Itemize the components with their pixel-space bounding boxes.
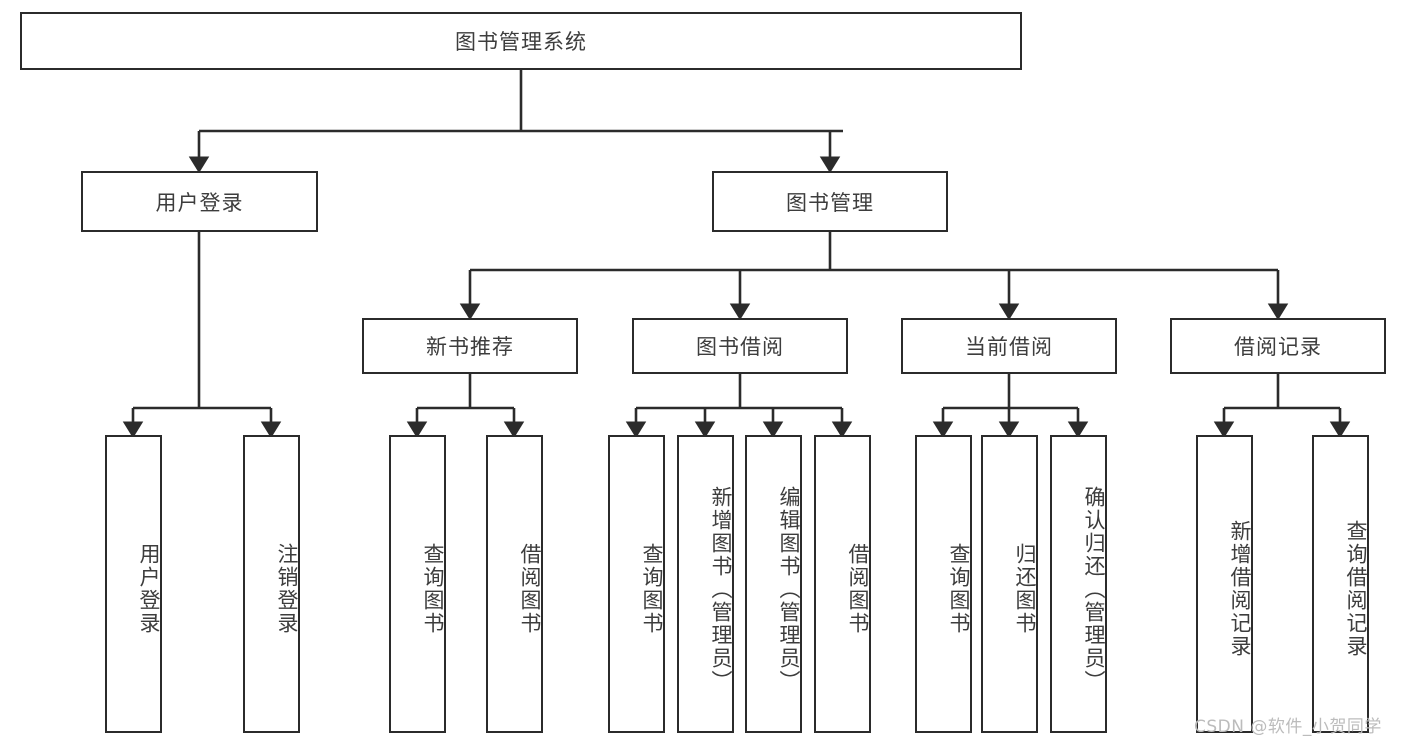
leaf-query-book-2-label: 查询图书 <box>640 543 664 635</box>
csdn-watermark: CSDN @软件_小贺同学 <box>1194 717 1382 737</box>
node-new-book-recommend-label: 新书推荐 <box>426 335 514 359</box>
leaf-borrow-book-2-label: 借阅图书 <box>846 543 870 635</box>
node-current-borrow[interactable]: 当前借阅 <box>901 318 1117 374</box>
node-user-login-label: 用户登录 <box>155 190 244 215</box>
leaf-borrow-book-2[interactable]: 借阅图书 <box>814 435 871 733</box>
leaf-query-book-3[interactable]: 查询图书 <box>915 435 972 733</box>
leaf-add-record[interactable]: 新增借阅记录 <box>1196 435 1253 733</box>
leaf-add-book[interactable]: 新增图书（管理员） <box>677 435 734 733</box>
leaf-borrow-book-1[interactable]: 借阅图书 <box>486 435 543 733</box>
leaf-logout-label: 注销登录 <box>275 543 299 635</box>
leaf-return-book[interactable]: 归还图书 <box>981 435 1038 733</box>
leaf-user-login-label: 用户登录 <box>137 543 161 635</box>
leaf-add-book-label: 新增图书（管理员） <box>709 485 733 693</box>
node-book-manage[interactable]: 图书管理 <box>712 171 948 232</box>
node-current-borrow-label: 当前借阅 <box>965 335 1053 359</box>
leaf-query-book-2[interactable]: 查询图书 <box>608 435 665 733</box>
leaf-query-book-1-label: 查询图书 <box>421 543 445 635</box>
leaf-query-record[interactable]: 查询借阅记录 <box>1312 435 1369 733</box>
node-borrow-record-label: 借阅记录 <box>1234 335 1322 359</box>
leaf-add-record-label: 新增借阅记录 <box>1228 520 1252 658</box>
leaf-confirm-return-label: 确认归还（管理员） <box>1082 485 1106 693</box>
leaf-return-book-label: 归还图书 <box>1013 543 1037 635</box>
node-borrow-record[interactable]: 借阅记录 <box>1170 318 1386 374</box>
leaf-confirm-return[interactable]: 确认归还（管理员） <box>1050 435 1107 733</box>
leaf-edit-book[interactable]: 编辑图书（管理员） <box>745 435 802 733</box>
node-user-login[interactable]: 用户登录 <box>81 171 318 232</box>
node-book-borrow[interactable]: 图书借阅 <box>632 318 848 374</box>
node-book-borrow-label: 图书借阅 <box>696 335 784 359</box>
node-root[interactable]: 图书管理系统 <box>20 12 1022 70</box>
leaf-edit-book-label: 编辑图书（管理员） <box>777 485 801 693</box>
node-root-label: 图书管理系统 <box>455 30 587 54</box>
node-new-book-recommend[interactable]: 新书推荐 <box>362 318 578 374</box>
leaf-logout[interactable]: 注销登录 <box>243 435 300 733</box>
node-book-manage-label: 图书管理 <box>786 190 874 215</box>
leaf-query-record-label: 查询借阅记录 <box>1344 520 1368 658</box>
leaf-query-book-3-label: 查询图书 <box>947 543 971 635</box>
leaf-user-login[interactable]: 用户登录 <box>105 435 162 733</box>
leaf-borrow-book-1-label: 借阅图书 <box>518 543 542 635</box>
leaf-query-book-1[interactable]: 查询图书 <box>389 435 446 733</box>
